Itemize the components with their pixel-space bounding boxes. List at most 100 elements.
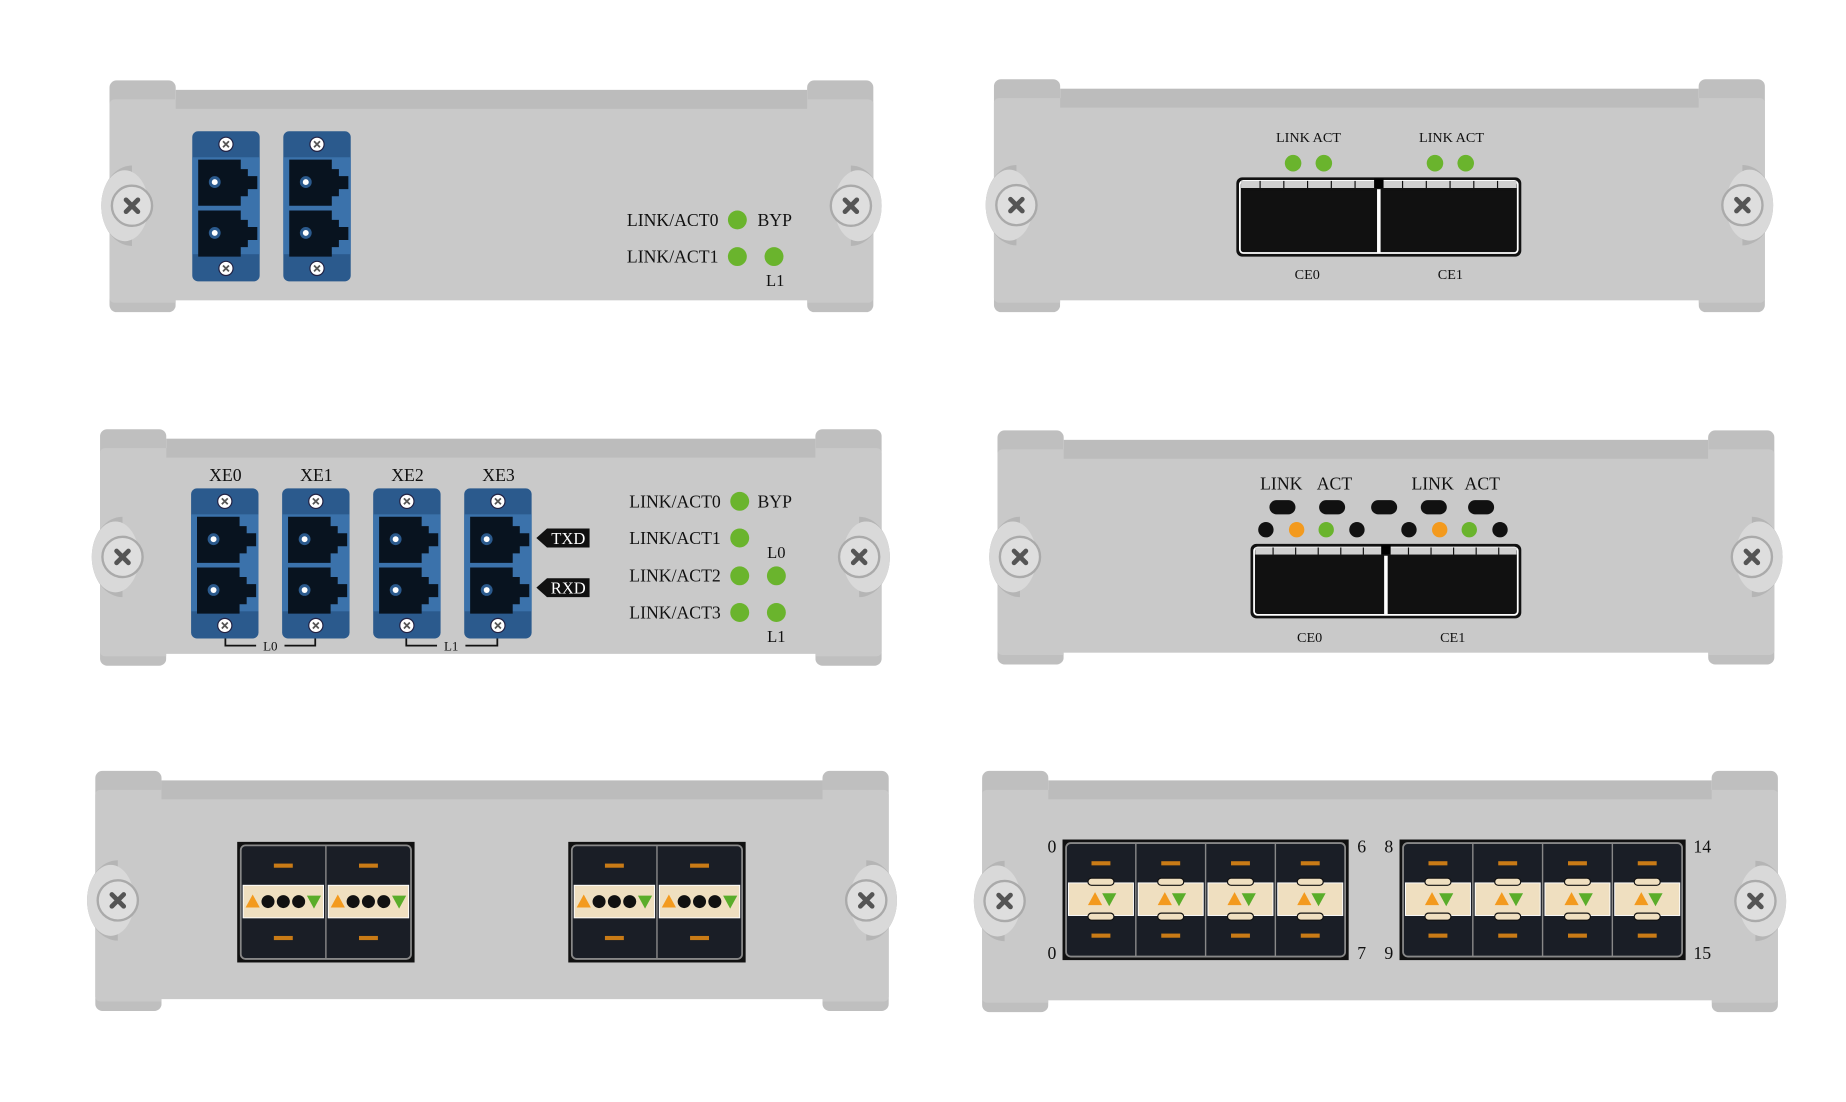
tx-arrow-icon	[245, 894, 260, 908]
port-contacts	[1498, 861, 1518, 866]
status-dot	[623, 895, 637, 909]
latch-tab	[1226, 877, 1255, 886]
bracket-l0	[224, 638, 317, 647]
lc-fiber-module[interactable]	[464, 488, 532, 639]
module-screw-cross-icon	[222, 140, 230, 148]
status-led	[1288, 522, 1305, 538]
fiber-port[interactable]	[198, 210, 258, 257]
port-number-label: 6	[1357, 837, 1366, 857]
led-indicator	[1315, 154, 1333, 172]
led-label-l1: L1	[767, 627, 785, 646]
fiber-port[interactable]	[197, 516, 257, 563]
led-link-act2	[730, 566, 750, 586]
led-group-label: LINK ACT	[1419, 130, 1484, 146]
fiber-port[interactable]	[288, 516, 348, 563]
screw-cross-icon	[109, 892, 127, 909]
bottom-notch	[1048, 1000, 1712, 1013]
led-l1	[764, 247, 784, 267]
sfp-port-pair[interactable]	[1541, 843, 1611, 957]
fiber-port[interactable]	[289, 159, 349, 206]
tx-arrow-icon	[1297, 892, 1312, 906]
sfp-port-pair[interactable]	[1611, 843, 1681, 957]
port-contacts	[1161, 933, 1181, 938]
latch-tab	[1296, 912, 1324, 921]
qsfp-port[interactable]	[1389, 556, 1516, 613]
led-indicator	[1457, 154, 1474, 172]
module-label: XE3	[482, 465, 515, 485]
fiber-core-dot	[302, 229, 309, 236]
sfp-port-pair[interactable]	[1472, 843, 1541, 957]
module-screw-cross-icon	[403, 621, 411, 630]
module-screw-cross-icon	[221, 497, 229, 505]
qsfp-port[interactable]	[1382, 190, 1516, 251]
qsfp-port[interactable]	[1242, 190, 1376, 251]
qsfp-port[interactable]	[1256, 556, 1383, 613]
sfp-port-pair[interactable]	[1404, 861, 1471, 938]
screw-cross-icon	[850, 548, 868, 566]
led-label-l1: L1	[766, 271, 784, 290]
sfp-port-pair[interactable]	[1274, 843, 1344, 957]
fiber-port[interactable]	[289, 210, 349, 257]
sfp-port-pair[interactable]	[242, 863, 324, 941]
sfp-cage-block-right	[568, 841, 746, 963]
module-screw-cross-icon	[494, 497, 502, 505]
top-strip	[1048, 780, 1712, 800]
led-label: LINK/ACT0	[629, 491, 721, 511]
latch-tab	[1087, 912, 1115, 921]
led-label: LINK/ACT1	[629, 528, 721, 548]
port-label-ce0: CE0	[1295, 267, 1320, 283]
led-label-link-act0: LINK/ACT0	[627, 210, 719, 230]
sfp-port-pair[interactable]	[1135, 843, 1204, 957]
sfp-port-pair[interactable]	[1204, 843, 1274, 957]
fiber-port[interactable]	[379, 516, 439, 563]
cage-latch	[1381, 545, 1391, 555]
fiber-core-dot	[483, 587, 490, 593]
rx-arrow-icon	[1311, 893, 1326, 907]
faceplate	[95, 789, 889, 1002]
fiber-core-dot	[211, 229, 218, 236]
port-contacts	[604, 863, 624, 868]
fiber-core-dot	[301, 587, 308, 593]
lc-fiber-module[interactable]	[373, 488, 441, 639]
top-strip	[175, 89, 808, 109]
status-led	[1492, 522, 1508, 538]
fiber-port[interactable]	[197, 567, 257, 614]
lc-fiber-module[interactable]	[282, 488, 350, 639]
module-screw-cross-icon	[312, 497, 320, 505]
fiber-port[interactable]	[470, 567, 530, 614]
module-screw-cross-icon	[312, 621, 320, 630]
lc-fiber-module[interactable]	[191, 488, 259, 639]
pill-indicator	[1319, 500, 1346, 515]
module-screw-cross-icon	[313, 264, 321, 272]
fiber-port[interactable]	[198, 159, 258, 206]
card-4port-sfp	[87, 770, 897, 1011]
sfp-port-pair[interactable]	[573, 863, 656, 941]
fiber-port[interactable]	[470, 516, 530, 563]
rx-arrow-icon	[1241, 893, 1256, 907]
module-label: XE2	[391, 465, 423, 485]
rx-arrow-icon	[1171, 893, 1187, 907]
status-led	[1258, 522, 1274, 538]
lc-fiber-module[interactable]	[192, 131, 260, 282]
rx-arrow-icon	[1102, 893, 1117, 907]
port-contacts	[358, 863, 378, 868]
sfp-port-pair[interactable]	[325, 845, 410, 959]
led-band	[1277, 882, 1344, 916]
qsfp-cage[interactable]	[1236, 177, 1522, 257]
port-contacts	[1428, 933, 1448, 938]
port-contacts	[1231, 933, 1250, 938]
fiber-port[interactable]	[379, 567, 439, 614]
rx-arrow-icon	[1648, 893, 1663, 907]
tx-arrow-icon	[1564, 892, 1579, 906]
port-label-ce1: CE1	[1440, 630, 1465, 646]
sfp-port-pair[interactable]	[656, 845, 741, 959]
fiber-port[interactable]	[288, 567, 348, 614]
screw-cross-icon	[1734, 196, 1751, 214]
port-contacts	[358, 935, 378, 941]
port-contacts	[273, 935, 293, 941]
sfp-port-pair[interactable]	[1067, 861, 1134, 938]
qsfp-cage[interactable]	[1250, 543, 1522, 619]
led-band	[1207, 882, 1274, 916]
led-band	[1137, 882, 1204, 916]
lc-fiber-module[interactable]	[283, 131, 351, 282]
